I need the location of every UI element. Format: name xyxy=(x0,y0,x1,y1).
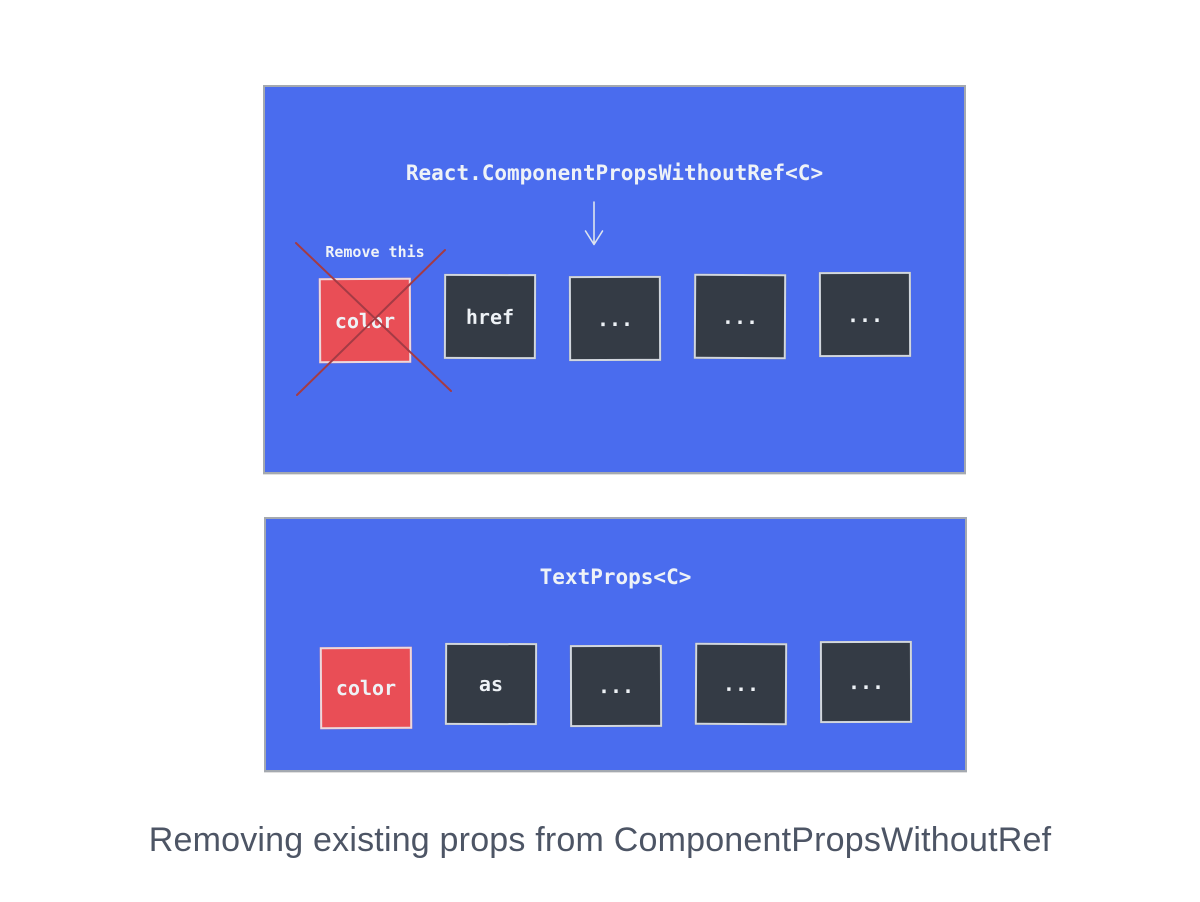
component-props-title: React.ComponentPropsWithoutRef<C> xyxy=(405,161,824,185)
prop-box-label: color xyxy=(335,675,396,701)
prop-box-label: ... xyxy=(722,671,759,697)
prop-box-ellipsis: ... xyxy=(818,271,911,358)
prop-box-label: ... xyxy=(721,304,758,329)
down-arrow-icon xyxy=(584,201,604,246)
prop-box-label: ... xyxy=(846,302,883,327)
prop-box-label: href xyxy=(465,304,514,329)
remove-this-label: Remove this xyxy=(325,243,425,261)
prop-box-ellipsis: ... xyxy=(693,273,786,360)
prop-box-ellipsis: ... xyxy=(694,642,787,726)
component-props-panel: React.ComponentPropsWithoutRef<C> Remove… xyxy=(263,85,966,474)
diagram-caption: Removing existing props from ComponentPr… xyxy=(148,821,1052,859)
prop-box-ellipsis: ... xyxy=(819,640,912,724)
prop-box-label: ... xyxy=(597,673,634,699)
prop-box-label: ... xyxy=(596,306,633,331)
prop-box-label: ... xyxy=(847,669,884,695)
prop-box-ellipsis: ... xyxy=(568,275,661,362)
prop-box-ellipsis: ... xyxy=(569,644,662,728)
text-props-title: TextProps<C> xyxy=(539,565,692,589)
prop-box-label: as xyxy=(478,671,503,697)
prop-box-color: color xyxy=(319,646,412,730)
prop-box-href: href xyxy=(443,273,536,360)
bottom-props-row: color as ... ... ... xyxy=(266,640,965,730)
prop-box-as: as xyxy=(444,642,537,726)
text-props-panel: TextProps<C> color as ... ... ... xyxy=(264,517,967,772)
cross-out-icon xyxy=(295,242,452,396)
